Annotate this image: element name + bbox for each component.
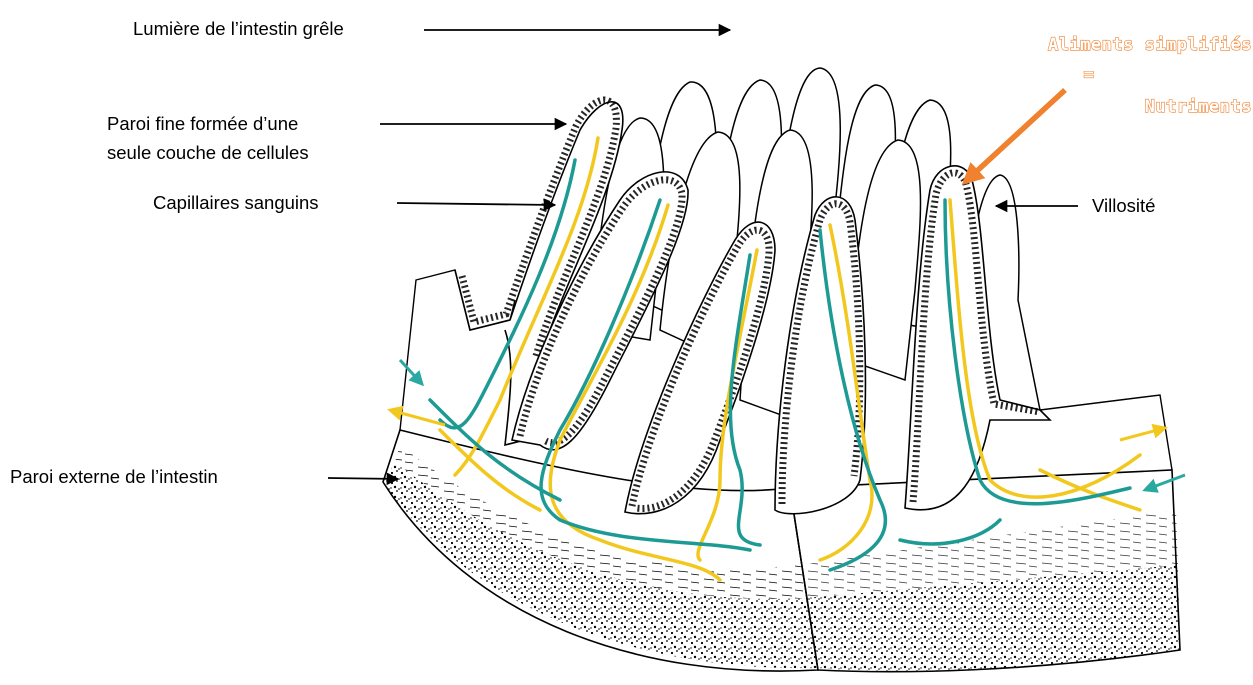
villus-label: Villosité [1092, 195, 1155, 216]
nutrients-annotation-line3: Nutriments [1145, 97, 1252, 117]
lymph-outflow-arrow-right [1120, 428, 1165, 440]
tissue-block [383, 68, 1185, 672]
lumen-label: Lumière de l’intestin grêle [133, 18, 344, 39]
thin-wall-label-line2: seule couche de cellules [107, 142, 309, 163]
capillaries-label: Capillaires sanguins [153, 192, 319, 213]
nutrients-annotation-line2: = [1084, 65, 1095, 85]
outer-wall-arrow [328, 478, 398, 479]
lymph-outflow-arrow-left [390, 410, 445, 425]
thin-wall-label-line1: Paroi fine formée d’une [107, 113, 298, 134]
nutrients-annotation-line1: Aliments simplifiés [1048, 35, 1252, 55]
blood-inflow-arrow-left [400, 360, 422, 384]
nutrient-arrow [965, 90, 1065, 182]
capillaries-arrow [397, 203, 555, 205]
outer-wall-label: Paroi externe de l’intestin [10, 466, 218, 487]
